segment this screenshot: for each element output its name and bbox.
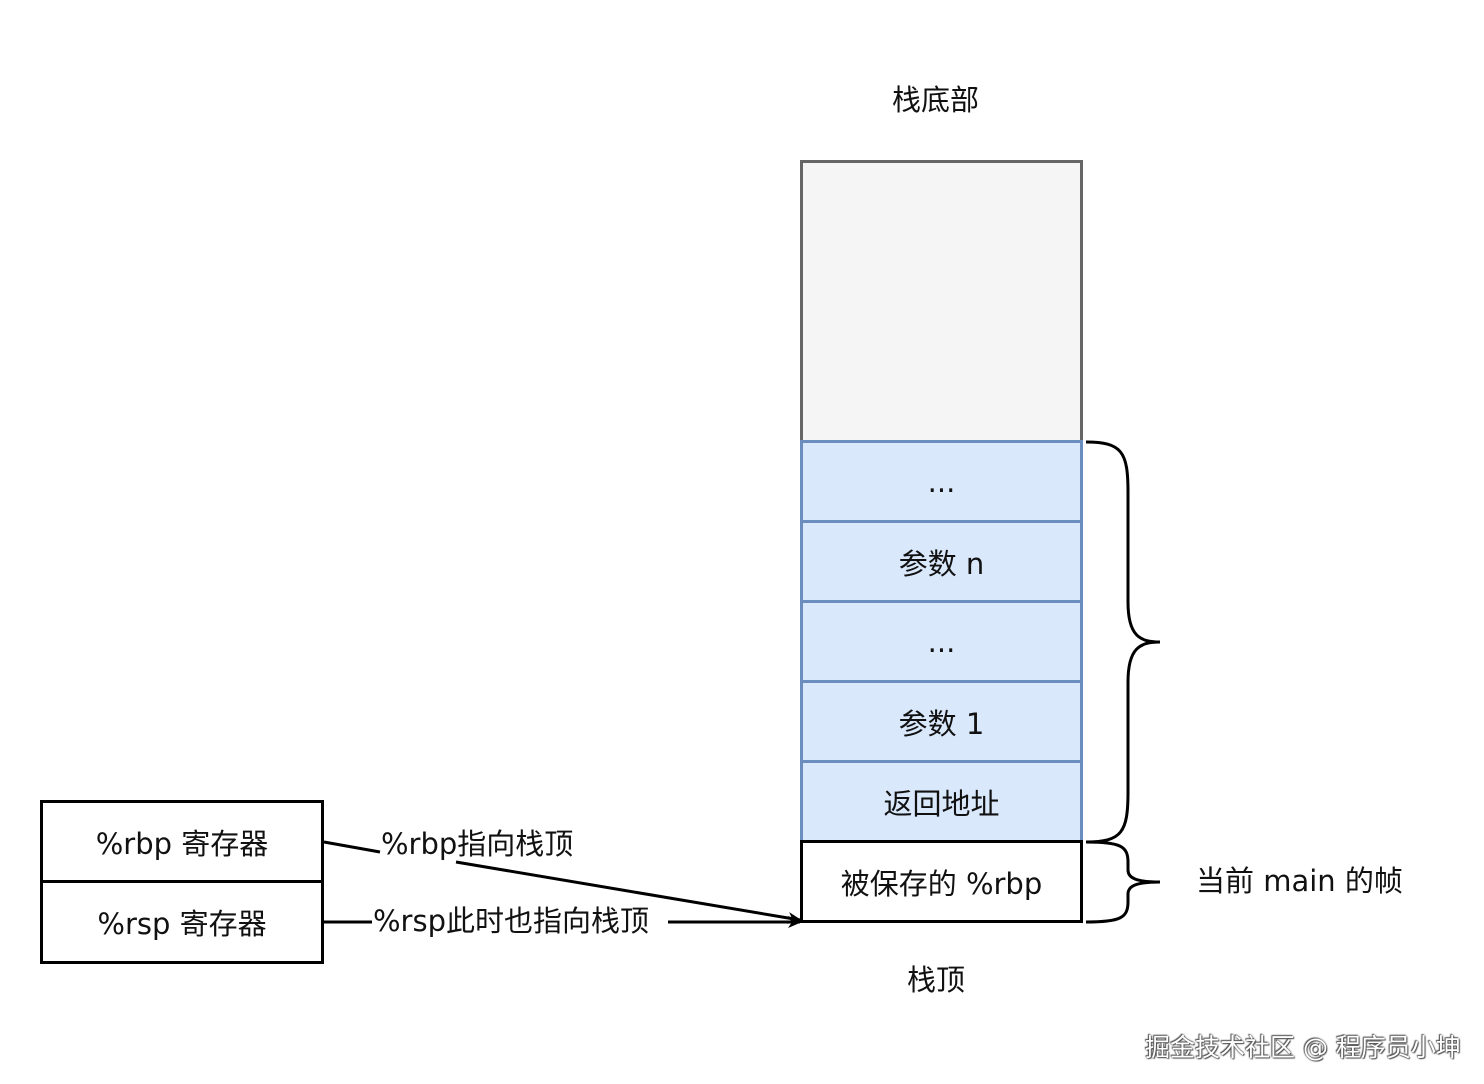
stack-cell-text: ...: [927, 624, 956, 659]
stack-cell-ellipsis-mid: ...: [800, 600, 1083, 683]
rbp-arrow-label: %rbp指向栈顶: [381, 827, 574, 861]
frame-label: 当前 main 的帧: [1196, 864, 1403, 898]
stack-cell-return-address: 返回地址: [800, 760, 1083, 843]
stack-empty-region: [800, 160, 1083, 443]
stack-bottom-label: 栈底部: [892, 83, 980, 117]
watermark: 掘金技术社区 @ 程序员小坤: [1145, 1033, 1461, 1062]
stack-cell-text: 参数 1: [898, 706, 985, 741]
stack-cell-text: 返回地址: [883, 786, 1000, 821]
stack-cell-text: ...: [927, 464, 956, 499]
stack-cell-param-1: 参数 1: [800, 680, 1083, 763]
stack-cell-text: 参数 n: [898, 546, 985, 581]
rsp-register-label: %rsp 寄存器: [97, 907, 267, 941]
stack-top-label: 栈顶: [907, 963, 966, 997]
frame-brace-small: [1085, 840, 1161, 924]
rbp-arrow: [455, 860, 802, 924]
rbp-register-label: %rbp 寄存器: [95, 827, 269, 861]
rsp-register-box: %rsp 寄存器: [40, 880, 324, 964]
stack-cell-saved-rbp: 被保存的 %rbp: [800, 840, 1083, 923]
stack-cell-param-n: 参数 n: [800, 520, 1083, 603]
rbp-arrow-start: [323, 840, 381, 854]
stack-cell-text: 被保存的 %rbp: [840, 866, 1043, 901]
rbp-register-box: %rbp 寄存器: [40, 800, 324, 884]
rsp-arrow-label: %rsp此时也指向栈顶: [373, 904, 649, 938]
frame-brace-large: [1085, 440, 1161, 844]
